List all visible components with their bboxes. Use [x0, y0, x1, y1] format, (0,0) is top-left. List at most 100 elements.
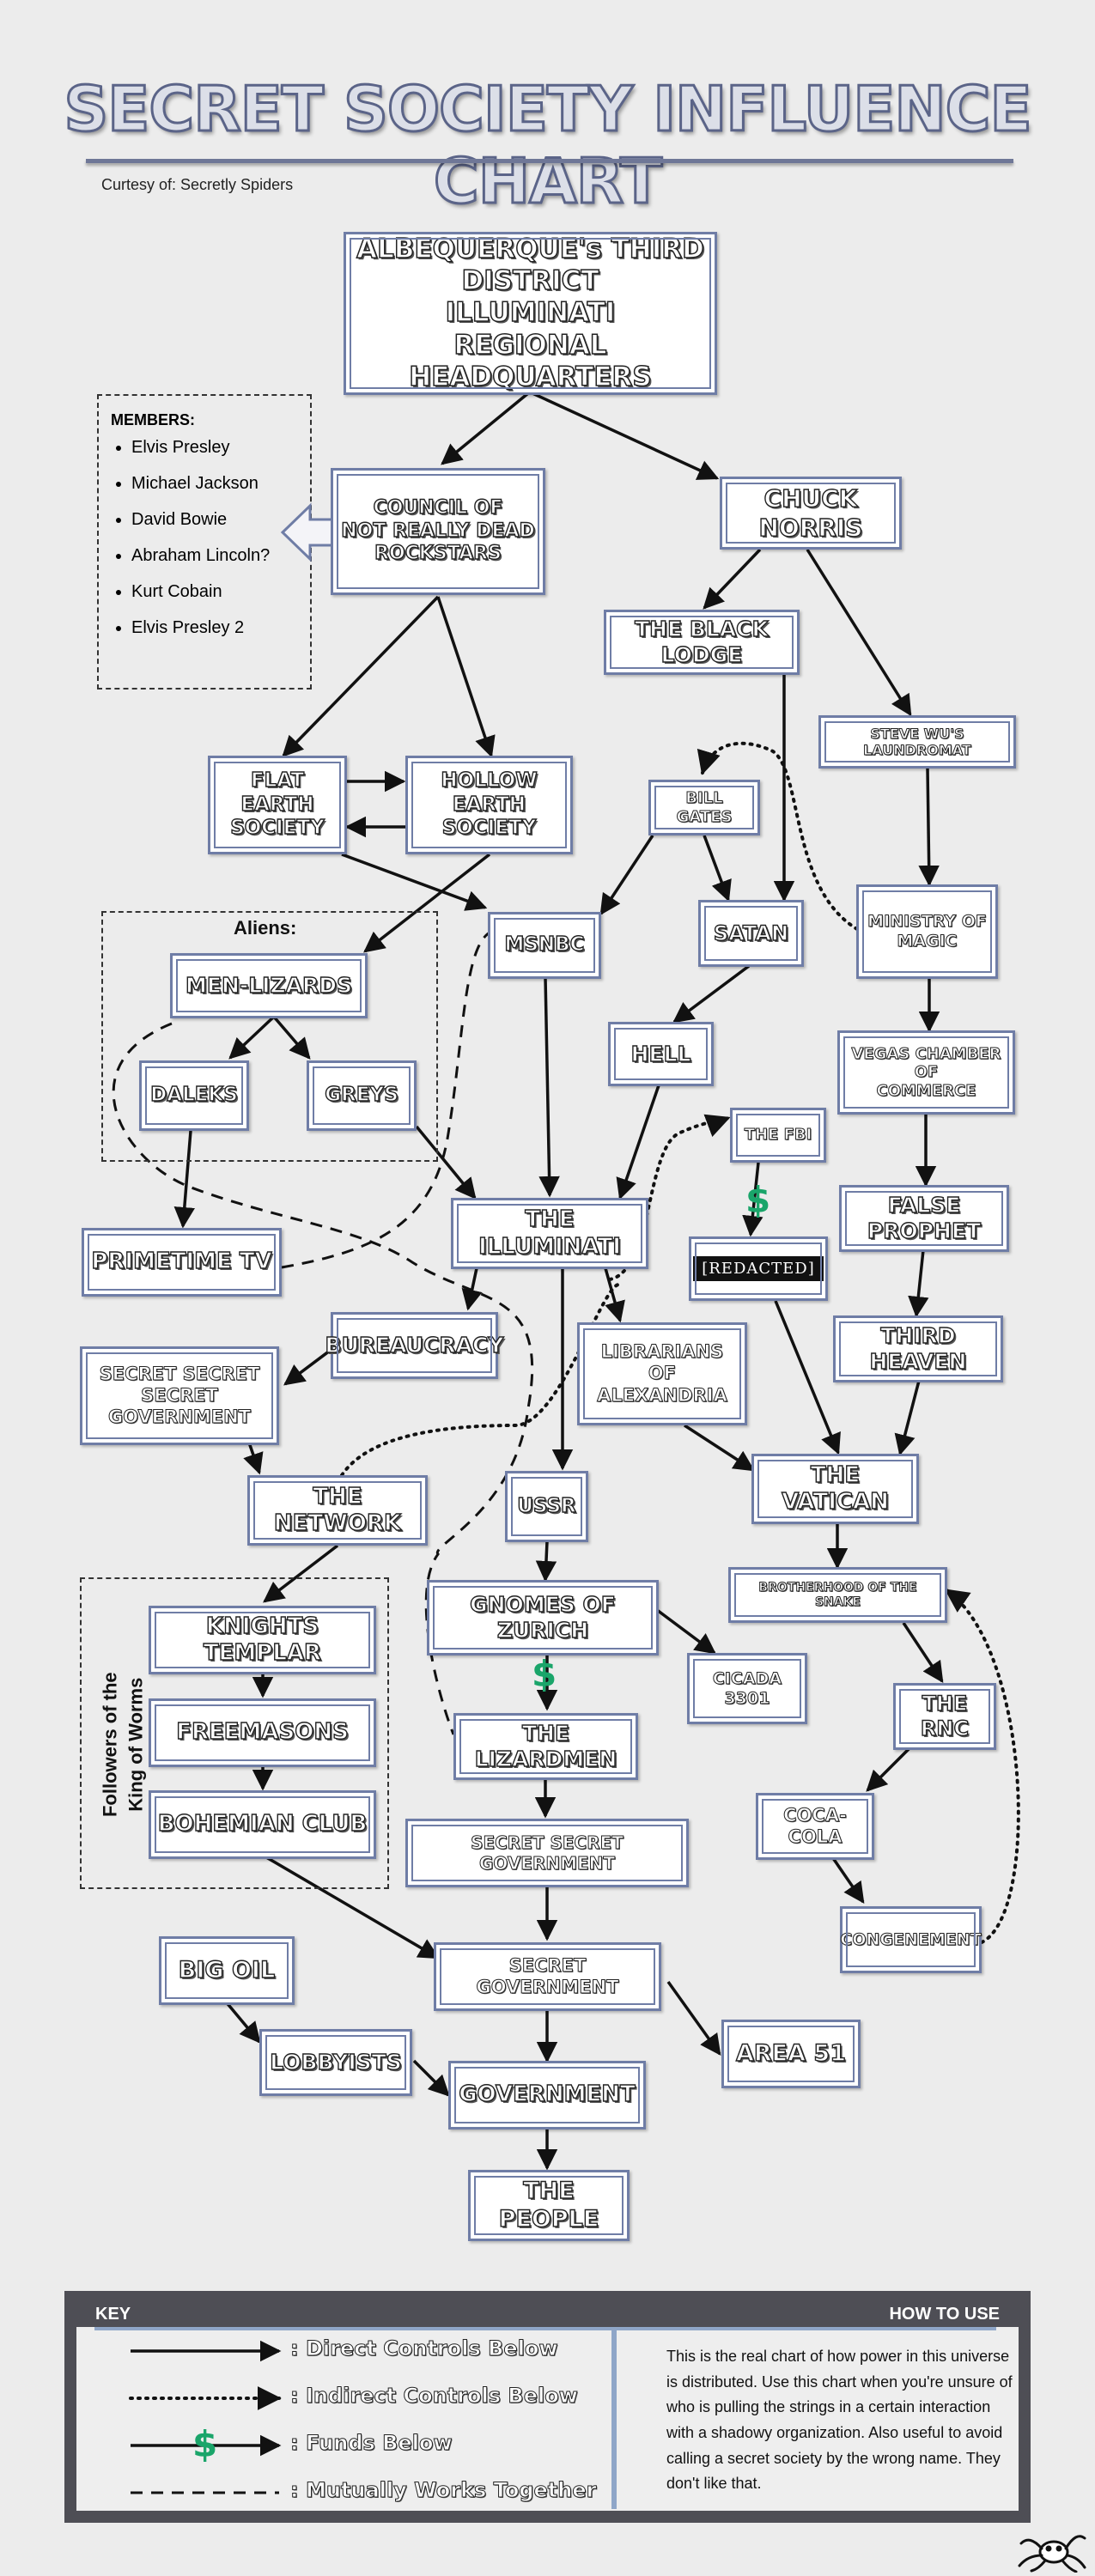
members-panel: MEMBERS: Elvis Presley Michael Jackson D…: [97, 394, 312, 690]
node-the-network[interactable]: THE NETWORK: [247, 1475, 428, 1546]
howto-heading: HOW TO USE: [889, 2305, 1000, 2324]
node-bill-gates[interactable]: BILL GATES: [648, 780, 760, 835]
connector-lines: [112, 392, 1020, 2171]
node-vatican[interactable]: THE VATICAN: [751, 1454, 919, 1524]
edge-chuck-stevewu: [806, 549, 912, 717]
node-illuminati[interactable]: THE ILLUMINATI: [451, 1198, 648, 1269]
node-big-oil[interactable]: BIG OIL: [159, 1936, 295, 2005]
edge-billgates-satan: [703, 835, 732, 902]
node-council-line3: ROCKSTARS: [374, 542, 502, 565]
credit-text: Curtesy of: Secretly Spiders: [101, 176, 294, 193]
members-heading: MEMBERS:: [111, 411, 195, 428]
edge-network-templar: [263, 1544, 339, 1603]
edge-hollow-menlizards: [363, 853, 491, 953]
member-item: Abraham Lincoln?: [131, 546, 298, 566]
node-flat-earth-line2: SOCIETY: [229, 817, 325, 840]
node-men-lizards[interactable]: MEN-LIZARDS: [170, 953, 368, 1018]
node-ministry-of-magic[interactable]: MINISTRY OF MAGIC: [856, 884, 998, 979]
key-panel-inner: KEY HOW TO USE: [76, 2303, 1019, 2511]
node-government[interactable]: GOVERNMENT: [448, 2061, 646, 2129]
node-council-line1: COUNCIL OF: [373, 497, 503, 519]
edge-hell-illuminati: [616, 1084, 660, 1200]
edge-flat-msnbc: [341, 853, 488, 911]
node-council-line2: NOT REALLY DEAD: [341, 519, 536, 542]
node-vegas-line1: VEGAS CHAMBER OF: [851, 1044, 1001, 1082]
worms-group-title-line2: King of Worms: [125, 1677, 146, 1812]
node-ministry-line2: MAGIC: [897, 932, 958, 951]
edge-ussr-gnomes: [535, 1540, 557, 1583]
node-flat-earth-line1: FLAT EARTH: [240, 769, 315, 816]
page-title: SECRET SOCIETY INFLUENCE CHART: [63, 72, 1033, 219]
node-satan[interactable]: SATAN: [698, 900, 804, 967]
title-rule: [86, 159, 1013, 163]
node-freemasons[interactable]: FREEMASONS: [149, 1698, 376, 1767]
node-secret-secret-secret-gov[interactable]: SECRET SECRET SECRET GOVERNMENT: [80, 1346, 279, 1445]
member-item: David Bowie: [131, 510, 298, 530]
node-black-lodge[interactable]: THE BLACK LODGE: [604, 610, 800, 675]
node-hq[interactable]: ALBEQUERQUE's THIRD DISTRICT ILLUMINATI …: [344, 232, 717, 395]
edge-lobbyists-government: [412, 2059, 450, 2097]
node-hollow-earth[interactable]: HOLLOW EARTH SOCIETY: [405, 756, 573, 854]
edge-council-hollow: [436, 596, 496, 758]
edge-network-illuminati-indirect: [340, 1283, 620, 1477]
node-librarians[interactable]: LIBRARIANS OF ALEXANDRIA: [577, 1322, 747, 1425]
node-lobbyists[interactable]: LOBBYISTS: [259, 2029, 412, 2096]
node-redacted[interactable]: [REDACTED]: [689, 1236, 828, 1301]
edge-stevewu-ministry: [918, 768, 940, 887]
node-gnomes-zurich[interactable]: GNOMES OF ZURICH: [427, 1580, 659, 1656]
node-msnbc[interactable]: MSNBC: [488, 912, 601, 979]
node-knights-templar[interactable]: KNIGHTS TEMPLAR: [149, 1606, 376, 1674]
node-council[interactable]: COUNCIL OF NOT REALLY DEAD ROCKSTARS: [331, 468, 545, 595]
node-false-prophet[interactable]: FALSE PROPHET: [839, 1185, 1009, 1252]
member-item: Michael Jackson: [131, 474, 298, 494]
key-legend-lines: [129, 2340, 282, 2494]
node-steve-wu[interactable]: STEVE WU'S LAUNDROMAT: [818, 715, 1016, 769]
node-secret-government[interactable]: SECRET GOVERNMENT: [434, 1942, 661, 2011]
node-fbi[interactable]: THE FBI: [730, 1108, 826, 1163]
node-congenement[interactable]: CONGENEMENT: [840, 1906, 982, 1973]
node-third-heaven[interactable]: THIRD HEAVEN: [833, 1315, 1003, 1382]
edge-secretgov-area51: [666, 1980, 721, 2056]
node-ussr[interactable]: USSR: [505, 1471, 588, 1542]
node-sssg-line2: SECRET GOVERNMENT: [107, 1384, 251, 1428]
node-vegas-line2: COMMERCE: [876, 1081, 976, 1100]
node-cicada-3301[interactable]: CICADA 3301: [687, 1653, 807, 1724]
node-flat-earth[interactable]: FLAT EARTH SOCIETY: [208, 756, 347, 854]
worms-group-title-line1: Followers of the: [99, 1672, 121, 1818]
node-secret-secret-government[interactable]: SECRET SECRET GOVERNMENT: [405, 1819, 689, 1887]
node-hell[interactable]: HELL: [608, 1022, 714, 1086]
node-the-rnc[interactable]: THE RNC: [893, 1683, 996, 1750]
worms-group-title: Followers of the King of Worms: [97, 1616, 148, 1874]
edge-cocacola-congenement: [831, 1857, 865, 1905]
node-bohemian-club[interactable]: BOHEMIAN CLUB: [149, 1790, 376, 1859]
key-indirect-label: : Indirect Controls Below: [290, 2384, 579, 2409]
node-brotherhood-snake[interactable]: BROTHERHOOD OF THE SNAKE: [728, 1567, 947, 1623]
key-funds-label: : Funds Below: [290, 2431, 453, 2456]
node-greys[interactable]: GREYS: [307, 1060, 417, 1131]
node-the-people[interactable]: THE PEOPLE: [468, 2170, 630, 2241]
node-redacted-label: [REDACTED]: [693, 1255, 824, 1282]
edge-gnomes-cicada: [655, 1608, 716, 1655]
node-bureaucracy[interactable]: BUREAUCRACY: [325, 1312, 504, 1379]
key-header-underline: [94, 2327, 996, 2330]
node-lizardmen[interactable]: THE LIZARDMEN: [453, 1713, 638, 1780]
edge-bureaucracy-ssg: [283, 1346, 335, 1386]
edge-illuminati-bureaucracy: [461, 1267, 483, 1311]
edge-redacted-vatican: [774, 1300, 841, 1455]
node-coca-cola[interactable]: COCA-COLA: [756, 1793, 874, 1860]
key-mutual-label: : Mutually Works Together: [289, 2478, 597, 2503]
edge-fbi-redacted: [742, 1162, 763, 1237]
node-hollow-earth-line1: HOLLOW EARTH: [441, 769, 538, 816]
node-area-51[interactable]: AREA 51: [721, 2020, 861, 2088]
member-item: Elvis Presley: [131, 438, 298, 458]
node-ministry-line1: MINISTRY OF: [867, 912, 988, 932]
edge-menlizards-greys: [271, 1014, 311, 1060]
funds-symbol-gnomes: $: [532, 1653, 557, 1695]
edge-ssg-network: [243, 1442, 264, 1475]
node-vegas-chamber[interactable]: VEGAS CHAMBER OF COMMERCE: [837, 1030, 1015, 1115]
key-direct-label: : Direct Controls Below: [290, 2336, 559, 2361]
node-daleks[interactable]: DALEKS: [139, 1060, 249, 1131]
node-chuck-norris[interactable]: CHUCK NORRIS: [720, 477, 902, 550]
node-primetime-tv[interactable]: PRIMETIME TV: [82, 1228, 282, 1297]
edge-hq-chuck: [532, 392, 720, 480]
